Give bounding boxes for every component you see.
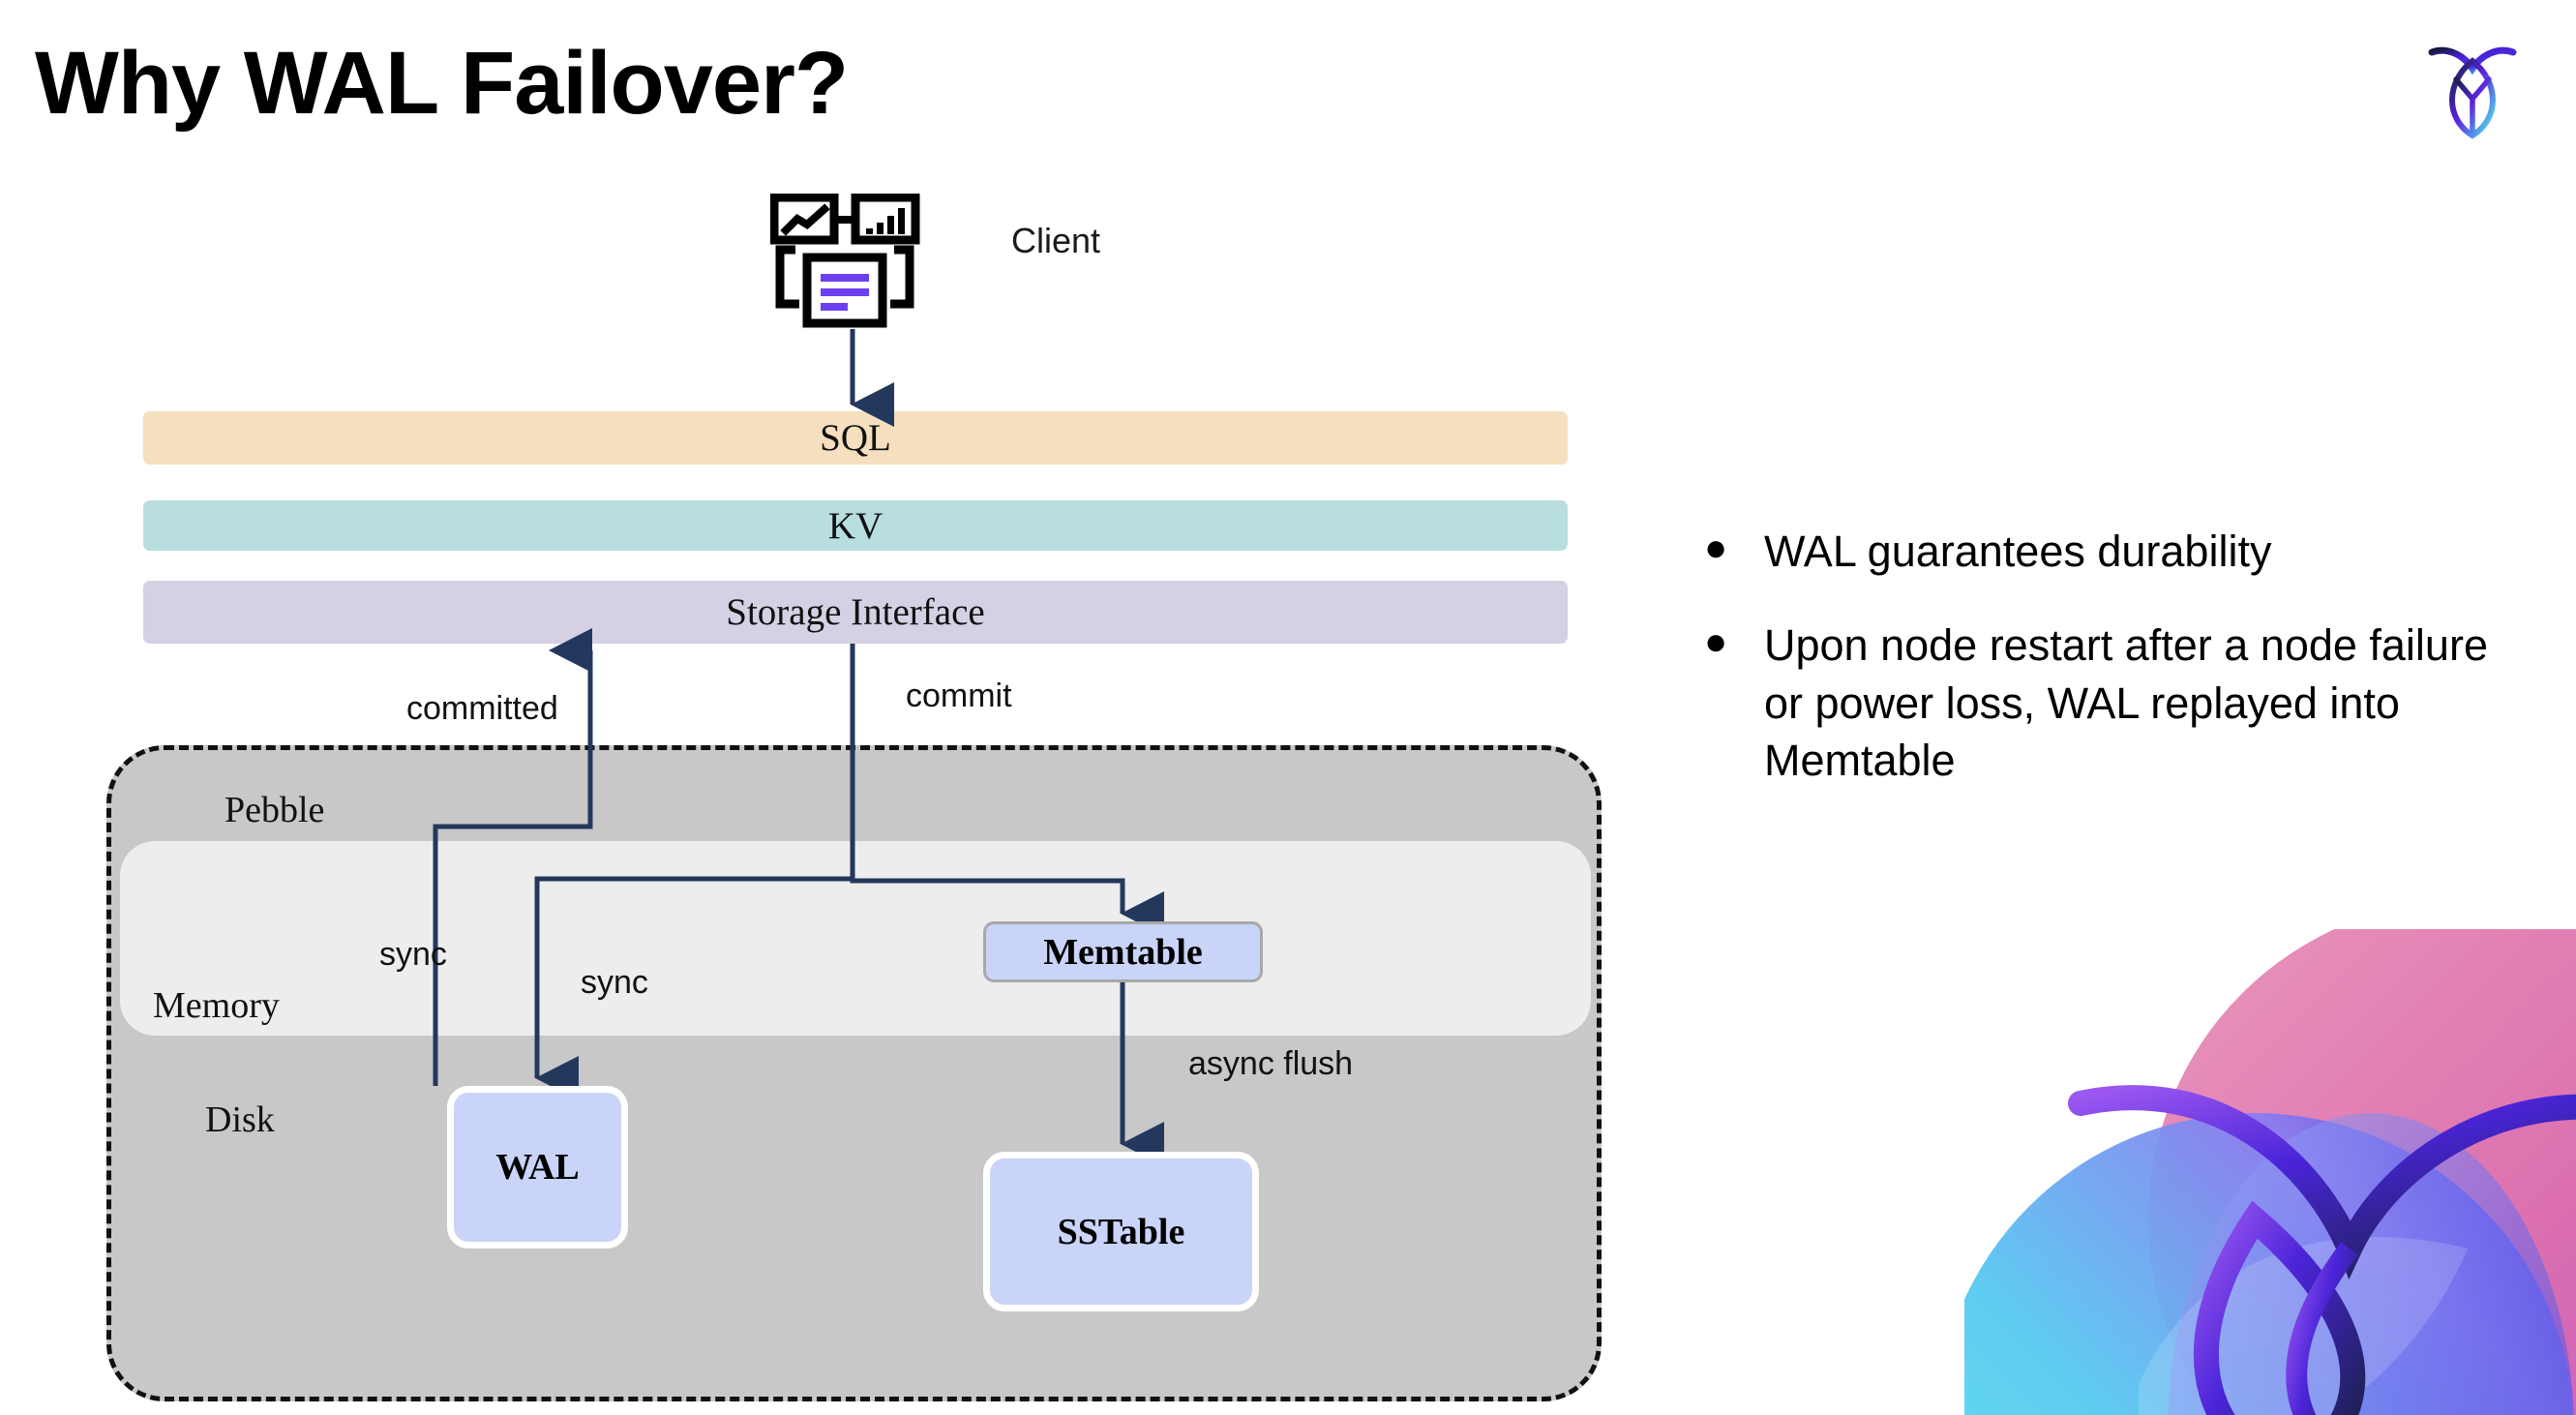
note-text: Upon node restart after a node failure o…: [1764, 620, 2488, 786]
client-terminal-icon: [769, 193, 935, 329]
edge-label-commit: commit: [906, 677, 1012, 714]
edge-label-sync-secondary: sync: [581, 964, 648, 1001]
notes-list: ● WAL guarantees durability ● Upon node …: [1698, 523, 2501, 827]
node-wal: WAL: [447, 1086, 628, 1249]
client-label: Client: [1011, 221, 1101, 260]
cockroachdb-logo: [2419, 35, 2526, 141]
layer-kv: KV: [143, 500, 1568, 551]
bullet-dot-icon: ●: [1704, 527, 1728, 569]
bullet-dot-icon: ●: [1704, 620, 1728, 664]
disk-zone-label: Disk: [205, 1099, 275, 1140]
layer-storage-interface: Storage Interface: [143, 581, 1568, 644]
node-sstable: SSTable: [983, 1152, 1259, 1311]
node-memtable: Memtable: [983, 921, 1263, 982]
memory-zone: [120, 841, 1591, 1036]
note-text: WAL guarantees durability: [1764, 527, 2272, 576]
edge-label-committed: committed: [406, 690, 558, 727]
edge-label-async-flush: async flush: [1188, 1045, 1354, 1082]
edge-label-sync-primary: sync: [379, 936, 447, 973]
memory-zone-label: Memory: [153, 985, 280, 1026]
pebble-label: Pebble: [225, 790, 325, 830]
list-item: ● Upon node restart after a node failure…: [1698, 617, 2501, 789]
list-item: ● WAL guarantees durability: [1698, 523, 2501, 580]
page-title: Why WAL Failover?: [35, 34, 849, 133]
